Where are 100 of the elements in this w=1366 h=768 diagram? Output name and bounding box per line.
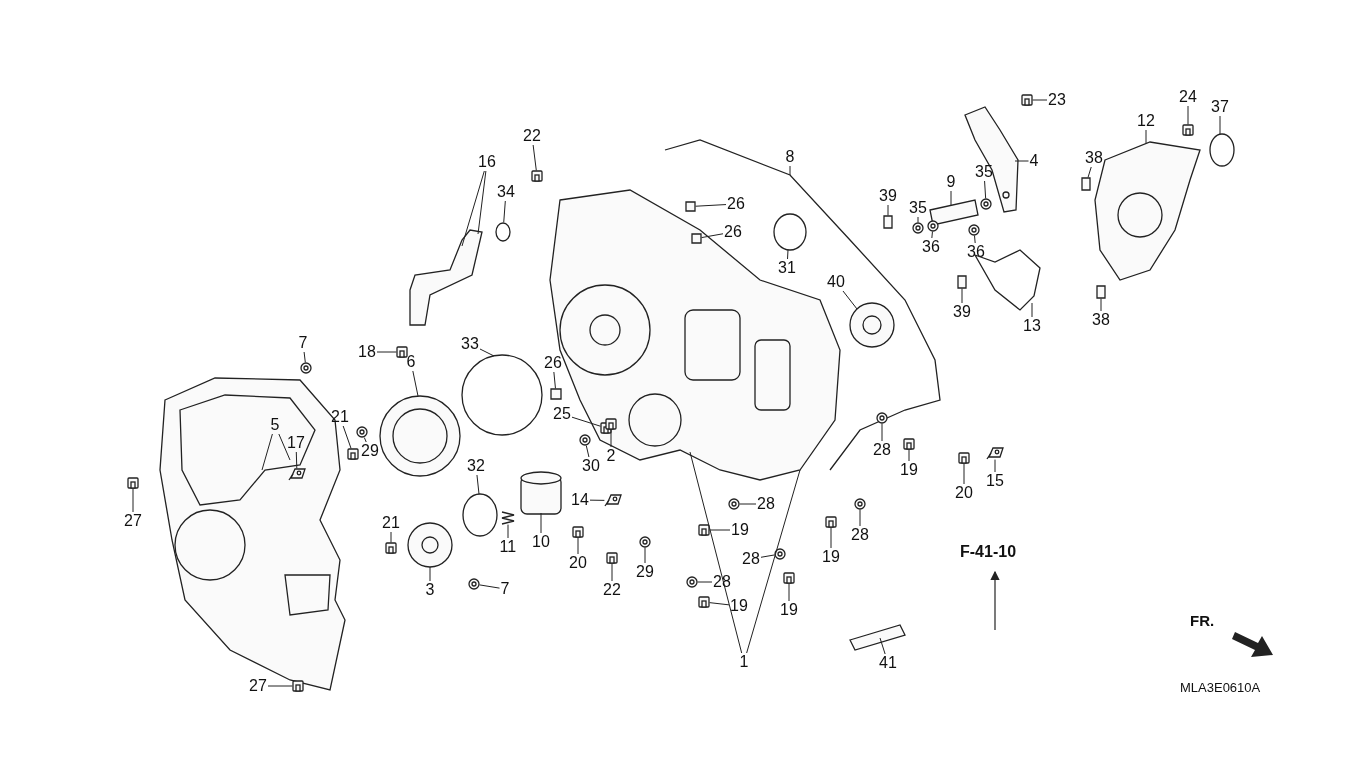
drawing-code: MLA3E0610A <box>1180 680 1261 695</box>
leader-line <box>697 581 713 583</box>
bolt-drawing <box>783 572 795 584</box>
leader-line <box>917 216 919 223</box>
leader-line <box>476 474 480 495</box>
leader-line <box>984 180 987 199</box>
callout-number: 28 <box>872 441 892 459</box>
leader-line <box>760 554 775 558</box>
leader-line <box>963 463 965 485</box>
callout-number: 23 <box>1047 91 1067 109</box>
leader-line <box>908 449 910 462</box>
reference-code: F-41-10 <box>960 543 1017 561</box>
leader-line <box>1219 115 1221 135</box>
bolt-drawing <box>698 596 710 608</box>
callout-number: 29 <box>635 563 655 581</box>
callout-number: 41 <box>878 654 898 672</box>
leader-line <box>267 685 293 687</box>
callout-number: 34 <box>496 183 516 201</box>
callout-number: 26 <box>726 195 746 213</box>
callout-number: 32 <box>466 457 486 475</box>
callout-number: 6 <box>405 353 417 371</box>
washer-drawing <box>468 578 480 590</box>
leader-line <box>577 537 579 555</box>
callout-number: 39 <box>952 303 972 321</box>
leader-line <box>363 437 367 443</box>
callout-number: 38 <box>1091 311 1111 329</box>
washer-drawing <box>356 426 368 438</box>
washer-drawing <box>854 498 866 510</box>
bolt-drawing <box>127 477 139 489</box>
bolt-drawing <box>1182 124 1194 136</box>
callout-number: 19 <box>729 597 749 615</box>
leader-line <box>429 566 431 582</box>
washer-drawing <box>728 498 740 510</box>
leader-line <box>1014 160 1029 162</box>
callout-number: 36 <box>921 238 941 256</box>
callout-number: 27 <box>123 512 143 530</box>
leader-line <box>859 509 861 527</box>
callout-number: 31 <box>777 259 797 277</box>
plug <box>550 388 562 400</box>
callout-number: 28 <box>756 495 776 513</box>
bolt-drawing <box>396 346 408 358</box>
callout-number: 40 <box>826 273 846 291</box>
leader-line <box>994 459 996 473</box>
callout-number: 33 <box>460 335 480 353</box>
callout-number: 22 <box>522 127 542 145</box>
leader-line <box>689 451 743 654</box>
leader-line <box>709 529 731 531</box>
spring-drawing <box>501 511 515 525</box>
callout-number: 12 <box>1136 112 1156 130</box>
washer-drawing <box>579 434 591 446</box>
bolt-drawing <box>347 448 359 460</box>
leader-line <box>503 200 506 223</box>
callout-number: 3 <box>424 581 436 599</box>
leader-line <box>261 433 273 471</box>
bolt-drawing <box>958 452 970 464</box>
callout-number: 1 <box>738 653 750 671</box>
o-ring <box>461 354 543 436</box>
bolt-drawing <box>531 170 543 182</box>
bolt-drawing <box>825 516 837 528</box>
callout-number: 9 <box>945 173 957 191</box>
leader-line <box>303 351 306 363</box>
callout-number: 10 <box>531 533 551 551</box>
cap-cover-drawing <box>379 395 461 477</box>
leader-line <box>789 165 791 176</box>
leader-line <box>461 170 485 247</box>
callout-number: 2 <box>605 447 617 465</box>
callout-number: 14 <box>570 491 590 509</box>
leader-line <box>479 348 495 357</box>
oil-seal <box>1209 133 1235 167</box>
callout-number: 37 <box>1210 98 1230 116</box>
leader-line <box>532 144 537 171</box>
callout-number: 19 <box>779 601 799 619</box>
callout-number: 26 <box>723 223 743 241</box>
leader-line <box>887 204 889 216</box>
bolt-drawing <box>572 526 584 538</box>
callout-number: 35 <box>974 163 994 181</box>
callout-number: 22 <box>602 581 622 599</box>
o-ring <box>462 493 498 537</box>
clip-drawing <box>604 494 622 507</box>
callout-number: 25 <box>552 405 572 423</box>
washer-drawing <box>774 548 786 560</box>
callout-number: 7 <box>297 334 309 352</box>
callout-number: 30 <box>581 457 601 475</box>
leader-line <box>540 512 542 534</box>
leader-line <box>746 469 801 654</box>
washer-drawing <box>686 576 698 588</box>
callout-number: 29 <box>360 442 380 460</box>
callout-number: 24 <box>1178 88 1198 106</box>
leader-line <box>787 249 789 260</box>
leader-line <box>412 370 419 397</box>
callout-number: 19 <box>899 461 919 479</box>
leader-line <box>479 584 500 589</box>
leader-line <box>739 503 757 505</box>
leader-line <box>881 423 883 442</box>
callout-number: 13 <box>1022 317 1042 335</box>
callout-number: 11 <box>498 538 518 556</box>
leader-line <box>376 351 397 353</box>
callout-number: 17 <box>286 434 306 452</box>
callout-number: 20 <box>568 554 588 572</box>
leader-line <box>132 488 134 513</box>
